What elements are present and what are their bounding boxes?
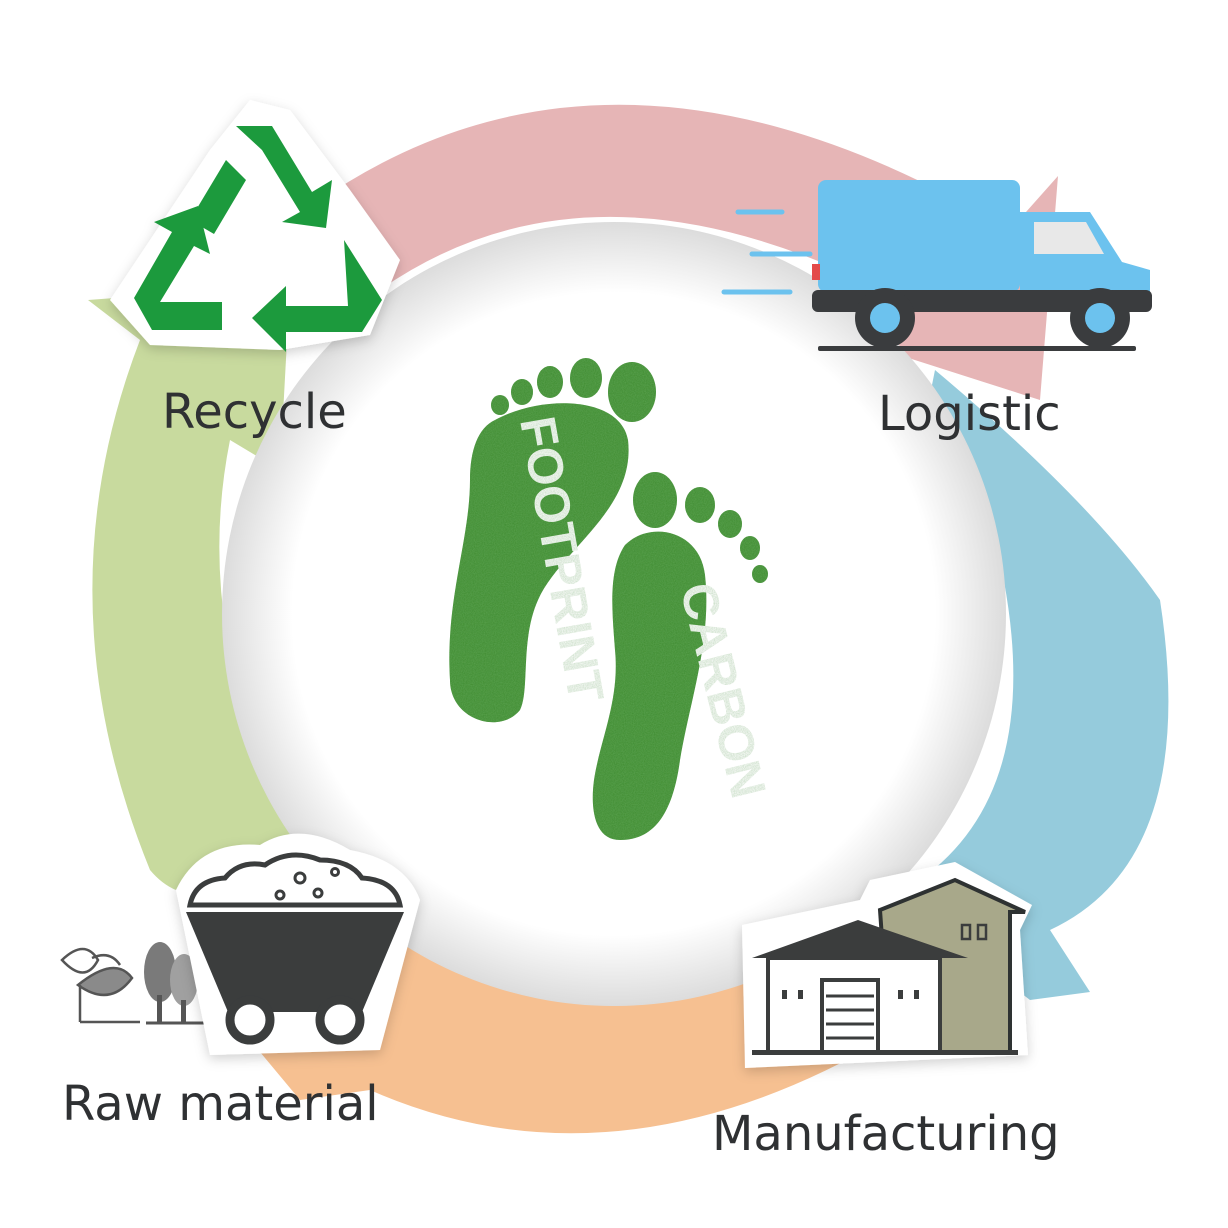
truck-icon	[721, 180, 1152, 351]
truck-ground-line	[818, 346, 1136, 351]
left-toe-3	[537, 366, 563, 398]
recycle-icon	[110, 100, 400, 352]
truck-speed-lines	[721, 209, 813, 295]
stage-label-logistic: Logistic	[878, 386, 1061, 442]
right-foot-sole	[592, 531, 707, 840]
footprints-icon: FOOTPRINT CARBON	[449, 358, 777, 840]
factory-roof	[752, 920, 968, 958]
left-toe-5	[491, 395, 509, 415]
factory-icon	[742, 862, 1032, 1068]
mine-cart-wheel-right	[315, 995, 365, 1045]
factory-door	[820, 978, 880, 1054]
stage-label-recycle: Recycle	[162, 384, 347, 440]
truck-hub-front	[1085, 303, 1115, 333]
left-toe-2	[570, 358, 602, 398]
left-foot	[449, 358, 656, 723]
truck-tail-light	[812, 264, 820, 280]
factory-vent-3	[898, 990, 903, 999]
plant-leaves-icon	[60, 947, 140, 1024]
trees-icon	[144, 942, 208, 1025]
left-toe-4	[511, 379, 533, 405]
truck-cargo-box	[818, 180, 1020, 292]
factory-vent-4	[914, 990, 919, 999]
stage-label-raw-material: Raw material	[62, 1076, 379, 1132]
right-toe-3	[718, 510, 742, 538]
truck-window	[1034, 222, 1104, 254]
factory-window-1	[960, 923, 972, 941]
recycle-arrows	[134, 126, 382, 352]
recycle-icon-backplate	[110, 100, 400, 350]
mine-cart-body	[186, 912, 404, 1012]
right-toe-4	[740, 536, 760, 560]
stage-label-manufacturing: Manufacturing	[712, 1106, 1060, 1162]
right-toe-2	[685, 487, 715, 523]
mine-cart-wheel-left	[225, 995, 275, 1045]
left-foot-sole	[449, 403, 629, 723]
mine-cart-icon	[176, 833, 420, 1055]
right-toe-1	[633, 472, 677, 528]
raw-material-icon	[60, 833, 420, 1055]
left-toe-1	[608, 362, 656, 422]
truck-hub-rear	[870, 303, 900, 333]
right-toe-5	[752, 565, 768, 583]
factory-window-2	[976, 923, 988, 941]
arc-logistic-to-manufacturing	[832, 370, 1169, 1000]
right-foot	[592, 472, 768, 840]
arc-recycle-to-logistic	[232, 104, 1058, 401]
factory-door-slats	[826, 994, 874, 1040]
factory-ground	[752, 1050, 1018, 1055]
factory-vent-2	[798, 990, 803, 999]
factory-vent-1	[782, 990, 787, 999]
